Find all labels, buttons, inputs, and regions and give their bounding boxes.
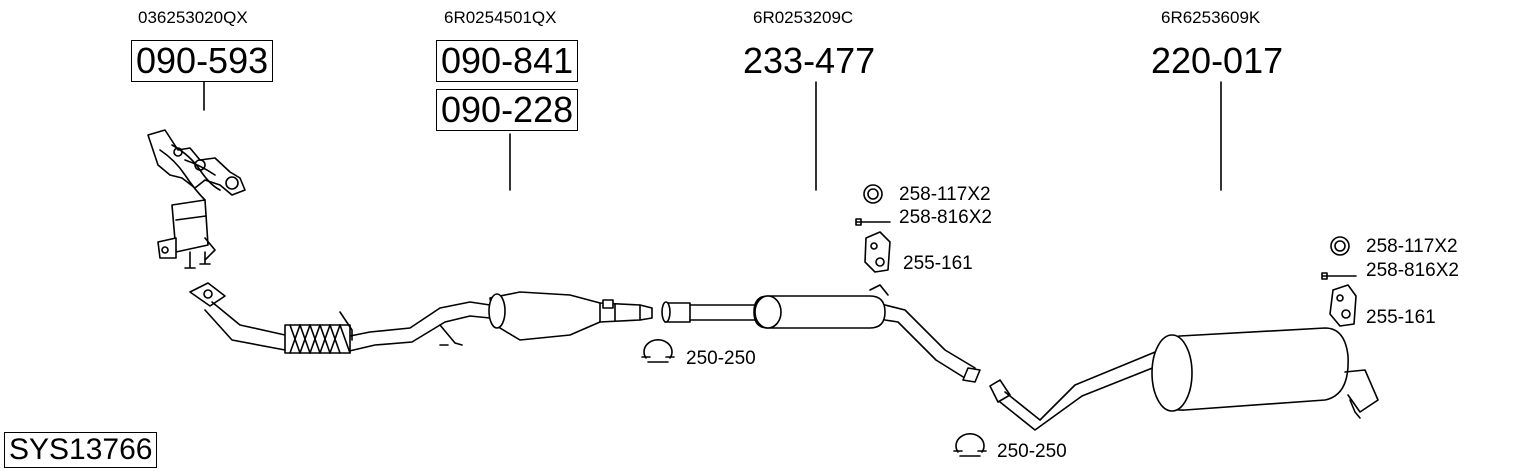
clamp-icon	[953, 433, 987, 457]
center-muffler-icon	[661, 284, 981, 383]
oem-number: 6R6253609K	[1161, 8, 1261, 27]
accessory-part-label[interactable]: 258-117X2	[1366, 236, 1458, 257]
part-number-label[interactable]: 220-017	[1151, 40, 1284, 81]
accessory-part-label[interactable]: 250-250	[686, 348, 756, 369]
part-number-label[interactable]: 090-228	[436, 89, 579, 131]
hanger-icon	[1329, 284, 1357, 327]
accessory-part-label[interactable]: 255-161	[903, 253, 973, 274]
rear-muffler-icon	[989, 327, 1379, 431]
part-number-label[interactable]: 233-477	[743, 40, 876, 81]
bolt-icon	[855, 218, 891, 226]
accessory-part-label[interactable]: 258-117X2	[899, 184, 991, 205]
accessory-part-label[interactable]: 258-816X2	[1366, 260, 1459, 281]
oem-number: 6R0254501QX	[444, 8, 557, 27]
bolt-icon	[1321, 272, 1357, 280]
oem-number: 036253020QX	[138, 8, 248, 27]
system-code-label: SYS13766	[4, 432, 158, 468]
front-pipe-icon	[189, 282, 491, 354]
part-number-label[interactable]: 090-841	[436, 40, 579, 82]
oem-number: 6R0253209C	[753, 8, 854, 27]
converter-icon	[488, 291, 653, 341]
hanger-icon	[864, 231, 891, 273]
clamp-icon	[641, 339, 675, 363]
manifold-icon	[147, 129, 246, 269]
accessory-part-label[interactable]: 255-161	[1366, 307, 1436, 328]
ring-icon	[1330, 236, 1350, 256]
accessory-part-label[interactable]: 250-250	[997, 441, 1067, 462]
ring-icon	[863, 184, 883, 204]
part-number-label[interactable]: 090-593	[131, 40, 274, 82]
accessory-part-label[interactable]: 258-816X2	[899, 207, 992, 228]
